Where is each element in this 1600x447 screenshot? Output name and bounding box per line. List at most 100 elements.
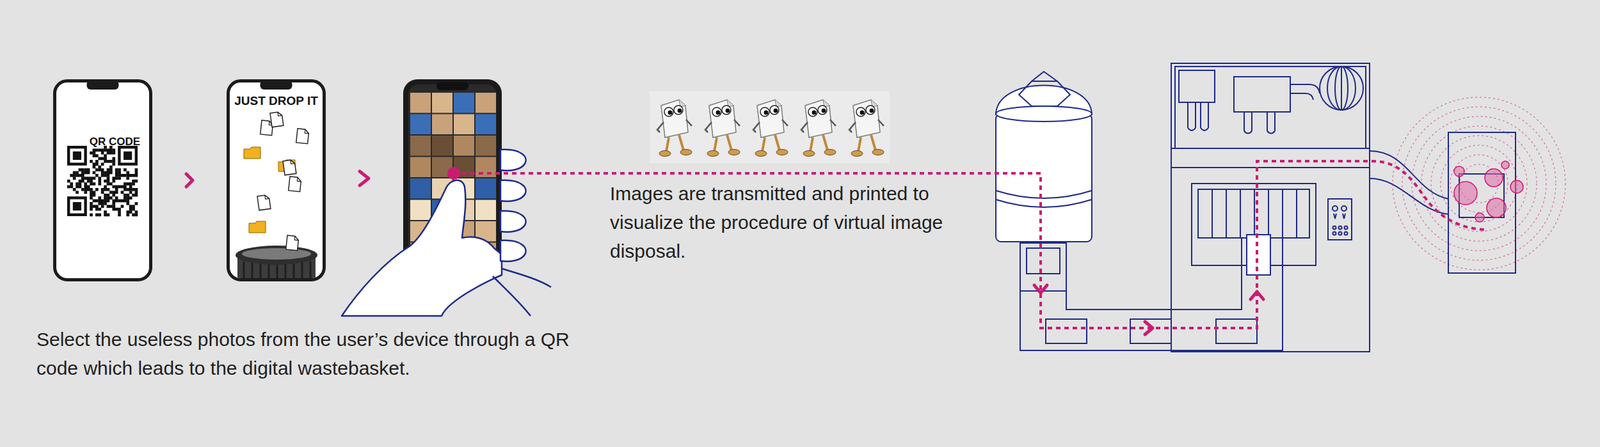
photo-thumbnail (410, 114, 431, 136)
qr-finder (69, 199, 84, 214)
qr-module (112, 176, 116, 180)
output-unit (1501, 161, 1510, 169)
qr-module (89, 160, 93, 164)
printer-machine (1340, 66, 1343, 111)
qr-module (72, 174, 77, 178)
qr-module (109, 160, 113, 164)
qr-module (95, 199, 99, 203)
qr-module (135, 190, 139, 194)
qr-module (103, 213, 107, 217)
qr-module (129, 188, 133, 192)
qr-module (83, 171, 88, 175)
flow-chevron (152, 179, 227, 182)
qr-module (120, 174, 125, 178)
qr-module (115, 199, 119, 203)
qr-module (126, 182, 130, 186)
caption-text: Select the useless photos from the user’… (36, 325, 613, 383)
walking-papers (649, 91, 698, 164)
qr-code (67, 145, 138, 217)
qr-module (115, 171, 119, 175)
qr-module (87, 176, 91, 180)
qr-module (78, 174, 82, 178)
qr-module (117, 213, 121, 217)
caption-text: Images are transmitted and printed to vi… (609, 179, 982, 266)
qr-module (126, 196, 130, 200)
qr-module (89, 196, 93, 200)
qr-module (112, 148, 116, 152)
qr-module (117, 210, 121, 214)
qr-module (109, 168, 113, 172)
photo-thumbnail (410, 178, 431, 200)
printer-machine (1178, 70, 1215, 103)
output-unit (1454, 161, 1524, 223)
hand (501, 268, 552, 288)
qr-module (129, 190, 133, 194)
qr-module (106, 171, 111, 175)
qr-finder (72, 202, 82, 211)
photo-thumbnail (410, 200, 431, 221)
qr-module (123, 188, 127, 192)
document-icon (288, 176, 302, 192)
phone-illustration (56, 82, 150, 279)
photo-thumbnail (453, 114, 475, 136)
qr-module (117, 176, 121, 180)
qr-module (92, 165, 96, 169)
qr-module (72, 188, 77, 192)
photo-thumbnail (475, 135, 496, 157)
output-unit (1448, 132, 1516, 274)
hand (492, 276, 531, 317)
qr-module (135, 213, 139, 217)
printer-machine (1200, 102, 1209, 131)
walking-papers (841, 91, 890, 164)
hand (500, 180, 527, 202)
qr-module (75, 174, 79, 178)
qr-module (112, 162, 116, 166)
qr-module (78, 179, 82, 184)
qr-module (112, 160, 116, 164)
qr-module (83, 190, 88, 194)
qr-module (117, 174, 121, 178)
qr-module (123, 199, 127, 203)
qr-module (112, 190, 116, 194)
qr-module (97, 196, 102, 200)
qr-module (103, 171, 107, 175)
printer-machine (1333, 232, 1337, 236)
folder-icon (243, 147, 261, 159)
hand (341, 180, 502, 317)
waste-bin (995, 85, 1092, 116)
qr-finder (120, 148, 136, 163)
qr-module (89, 193, 93, 198)
qr-module (106, 204, 111, 208)
qr-module (81, 176, 85, 180)
qr-module (115, 190, 119, 194)
output-unit (1454, 166, 1465, 177)
qr-module (112, 193, 116, 198)
qr-module (89, 202, 93, 206)
printer-machine (1333, 226, 1337, 230)
qr-module (135, 168, 139, 172)
photo-thumbnail (432, 114, 453, 136)
qr-module (126, 176, 130, 180)
qr-module (92, 190, 96, 194)
photo-thumbnail (453, 92, 475, 114)
qr-module (109, 171, 113, 175)
qr-module (135, 202, 139, 206)
qr-module (112, 179, 116, 184)
qr-module (97, 208, 102, 212)
qr-module (97, 182, 102, 186)
qr-module (115, 168, 119, 172)
qr-module (117, 168, 121, 172)
qr-module (103, 179, 107, 184)
qr-module (106, 188, 111, 192)
qr-module (83, 182, 88, 186)
qr-module (69, 182, 73, 186)
walking-papers (745, 91, 794, 164)
printer-machine (1198, 189, 1310, 239)
hand (500, 240, 527, 262)
waste-bin (1026, 248, 1060, 274)
qr-module (89, 182, 93, 186)
qr-module (131, 182, 136, 186)
qr-module (135, 174, 139, 178)
waste-bin (1031, 71, 1058, 82)
qr-module (95, 168, 99, 172)
